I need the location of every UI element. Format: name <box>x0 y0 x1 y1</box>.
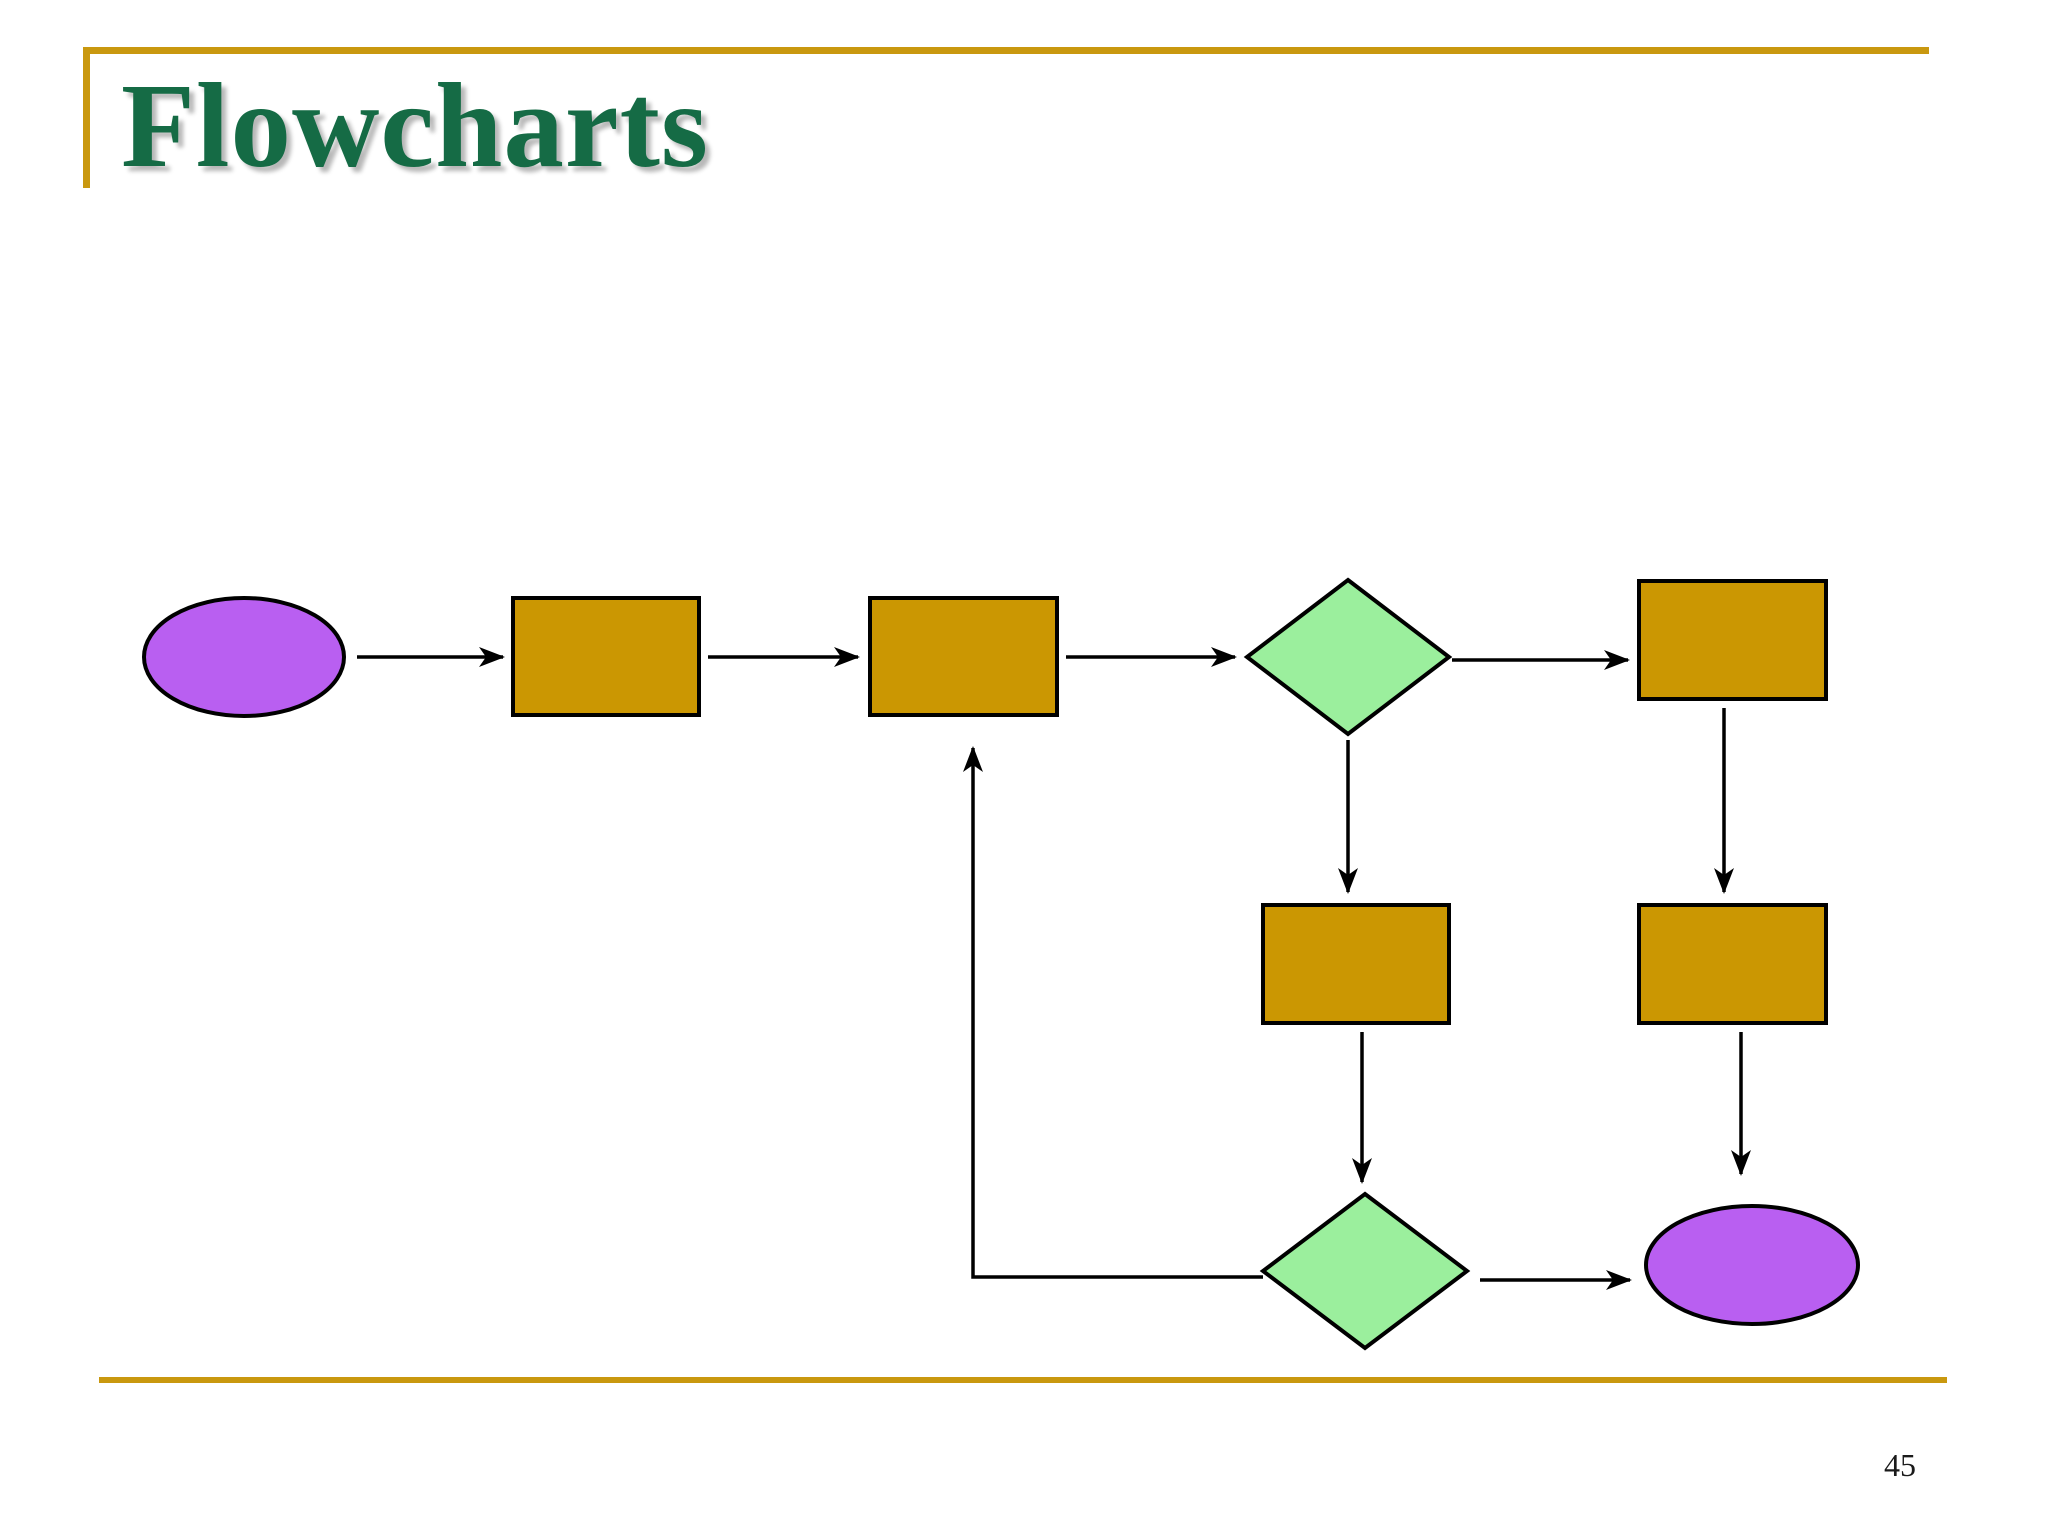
page-number: 45 <box>1884 1447 1916 1483</box>
node-decision-1-diamond <box>1243 577 1453 737</box>
footer-rule <box>99 1377 1947 1383</box>
node-process-1-rect <box>511 596 701 717</box>
node-start-ellipse <box>142 596 346 718</box>
node-process-3-rect <box>1637 579 1828 701</box>
node-decision-2-diamond <box>1259 1191 1471 1351</box>
node-process-4-rect <box>1261 903 1451 1025</box>
header-rule <box>83 47 1929 54</box>
node-process-5-rect <box>1637 903 1828 1025</box>
edge-d2-loop-to-p2 <box>963 746 1263 1279</box>
slide-title: Flowcharts <box>121 59 709 193</box>
node-end-ellipse <box>1644 1204 1860 1326</box>
header-rule-vertical <box>83 47 90 188</box>
node-process-2-rect <box>868 596 1059 717</box>
